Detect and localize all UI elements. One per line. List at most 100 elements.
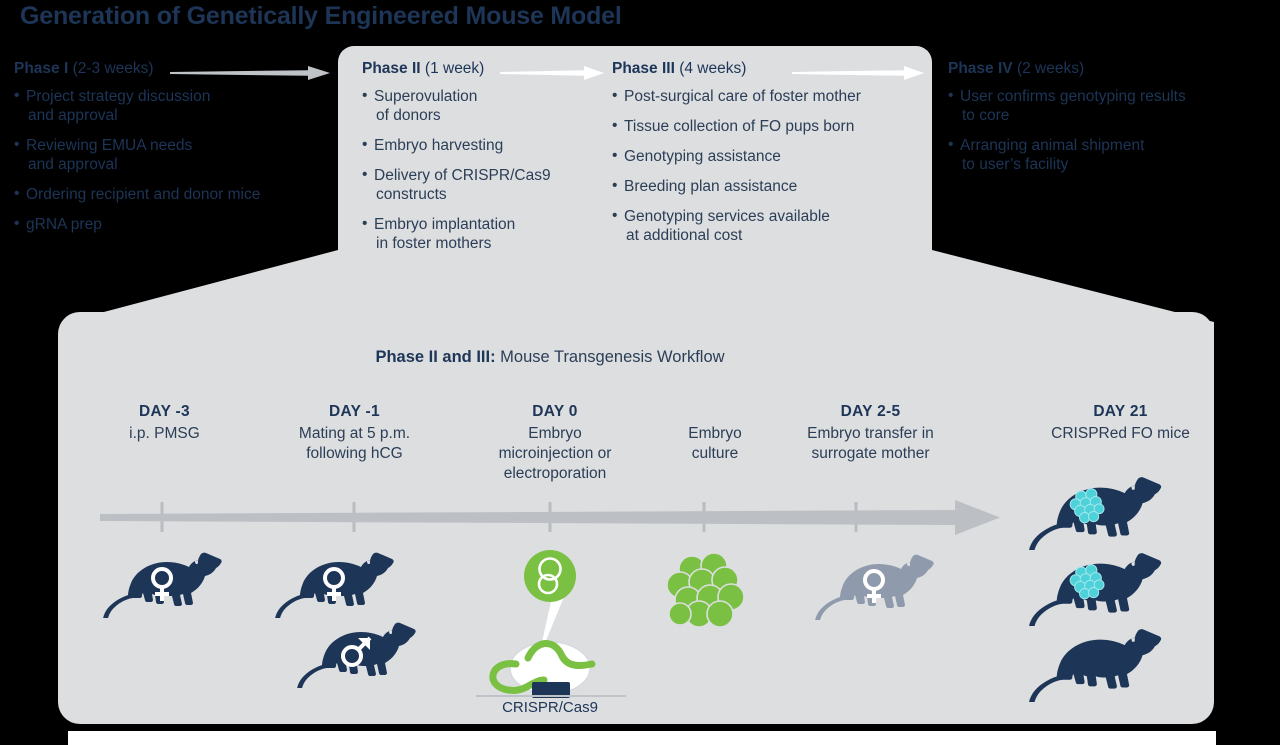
- mouse-female-day-minus-3-icon: [103, 552, 222, 618]
- mouse-f0-plain-icon: [1029, 629, 1162, 702]
- phase-3-to-4-arrow-icon: [792, 66, 924, 80]
- phase-column-2: Phase II (1 week) Superovulation of dono…: [362, 60, 592, 264]
- bullet-line-1: Tissue collection of FO pups born: [624, 118, 855, 135]
- bullet-line-1: Delivery of CRISPR/Cas9: [374, 167, 551, 184]
- phase-1-name: Phase I: [14, 60, 69, 77]
- mouse-f0-with-marker-2-icon: [1029, 553, 1162, 626]
- timeline-caption-bold: Phase II and III:: [375, 348, 496, 366]
- phase-1-heading: Phase I (2-3 weeks): [14, 60, 324, 78]
- crispr-underline: [476, 695, 626, 697]
- bullet-line-1: Reviewing EMUA needs: [26, 137, 193, 154]
- phase-column-3: Phase III (4 weeks) Post-surgical care o…: [612, 60, 932, 256]
- day-desc-line-1: Mating at 5 p.m.: [298, 425, 411, 442]
- list-item: Ordering recipient and donor mice: [14, 184, 324, 204]
- phase-2-bullets: Superovulation of donors Embryo harvesti…: [362, 86, 592, 253]
- timeline-caption-rest: Mouse Transgenesis Workflow: [495, 348, 725, 366]
- bullet-line-2: and approval: [28, 156, 118, 173]
- mouse-male-day-minus-1-icon: [297, 622, 416, 688]
- timeline-day-2: DAY -1 Mating at 5 p.m. following hCG: [262, 403, 447, 464]
- phase-column-4: Phase IV (2 weeks) User confirms genotyp…: [948, 60, 1278, 185]
- phase-3-name: Phase III: [612, 60, 675, 77]
- day-desc-line-3: electroporation: [503, 465, 607, 482]
- day-desc-line-2: culture: [691, 445, 739, 462]
- bullet-line-2: constructs: [376, 186, 447, 203]
- bottom-strip: [68, 731, 1216, 745]
- list-item: Project strategy discussion and approval: [14, 86, 324, 125]
- list-item: Tissue collection of FO pups born: [612, 116, 932, 136]
- day-label: DAY -3: [139, 403, 190, 420]
- phase-2-duration: (1 week): [424, 60, 485, 77]
- timeline-day-5: DAY 2-5 Embryo transfer in surrogate mot…: [778, 403, 963, 464]
- phase-3-bullets: Post-surgical care of foster mother Tiss…: [612, 86, 932, 245]
- day-label: DAY 0: [532, 403, 578, 420]
- phase-1-to-2-arrow-icon: [170, 66, 330, 80]
- timeline-day-4: Embryo culture: [650, 424, 780, 464]
- phase-2-name: Phase II: [362, 60, 421, 77]
- day-desc-line-2: following hCG: [306, 445, 403, 462]
- phase-3-duration: (4 weeks): [679, 60, 747, 77]
- day-desc-line-2: microinjection or: [498, 445, 612, 462]
- phase-2-heading: Phase II (1 week): [362, 60, 592, 78]
- mouse-f0-with-marker-1-icon: [1029, 477, 1162, 550]
- timeline-day-1: DAY -3 i.p. PMSG: [92, 403, 237, 444]
- list-item: User confirms genotyping results to core: [948, 86, 1278, 125]
- day-desc-line-1: i.p. PMSG: [129, 425, 200, 442]
- list-item: Genotyping assistance: [612, 146, 932, 166]
- bullet-line-1: Genotyping services available: [624, 208, 830, 225]
- bullet-line-2: in foster mothers: [376, 235, 492, 252]
- page-title: Generation of Genetically Engineered Mou…: [20, 2, 622, 30]
- phase-4-name: Phase IV: [948, 60, 1013, 77]
- timeline-axis-arrow-icon: [100, 500, 1000, 535]
- phase-3-heading: Phase III (4 weeks): [612, 60, 932, 78]
- list-item: Post-surgical care of foster mother: [612, 86, 932, 106]
- list-item: Reviewing EMUA needs and approval: [14, 135, 324, 174]
- phase-4-bullets: User confirms genotyping results to core…: [948, 86, 1278, 174]
- day-desc-line-1: Embryo: [528, 425, 582, 442]
- day-desc-line-1: CRISPRed FO mice: [1051, 425, 1190, 442]
- list-item: Breeding plan assistance: [612, 176, 932, 196]
- bullet-line-2: of donors: [376, 107, 441, 124]
- list-item: Superovulation of donors: [362, 86, 592, 125]
- phase-2-to-3-arrow-icon: [500, 66, 604, 80]
- mouse-surrogate-gray-icon: [815, 554, 934, 620]
- bullet-line-1: Ordering recipient and donor mice: [26, 186, 261, 203]
- day-label: DAY 2-5: [840, 403, 901, 420]
- phase-column-1: Phase I (2-3 weeks) Project strategy dis…: [14, 60, 324, 245]
- timeline-caption: Phase II and III: Mouse Transgenesis Wor…: [0, 348, 1100, 367]
- list-item: Embryo harvesting: [362, 135, 592, 155]
- bullet-line-1: gRNA prep: [26, 216, 102, 233]
- list-item: Delivery of CRISPR/Cas9 constructs: [362, 165, 592, 204]
- list-item: gRNA prep: [14, 214, 324, 234]
- bullet-line-2: to core: [962, 107, 1010, 124]
- list-item: Embryo implantation in foster mothers: [362, 214, 592, 253]
- day-desc-line-1: Embryo: [688, 425, 742, 442]
- day-label: DAY 21: [1093, 403, 1148, 420]
- mouse-female-day-minus-1-icon: [275, 552, 394, 618]
- morula-embryo-culture-icon: [666, 552, 745, 628]
- day-desc-line-1: Embryo transfer in: [807, 425, 934, 442]
- bullet-line-2: to user’s facility: [962, 156, 1069, 173]
- bullet-line-1: Embryo implantation: [374, 216, 516, 233]
- timeline-day-3: DAY 0 Embryo microinjection or electropo…: [470, 403, 640, 484]
- bullet-line-1: Arranging animal shipment: [960, 137, 1145, 154]
- bullet-line-2: and approval: [28, 107, 118, 124]
- bullet-line-1: Genotyping assistance: [624, 148, 781, 165]
- phase-1-bullets: Project strategy discussion and approval…: [14, 86, 324, 234]
- bullet-line-1: Embryo harvesting: [374, 137, 504, 154]
- phase-4-heading: Phase IV (2 weeks): [948, 60, 1278, 78]
- list-item: Genotyping services available at additio…: [612, 206, 932, 245]
- phase-4-duration: (2 weeks): [1016, 60, 1085, 77]
- day-desc-line-2: surrogate mother: [811, 445, 930, 462]
- list-item: Arranging animal shipment to user’s faci…: [948, 135, 1278, 174]
- crispr-cas9-label: CRISPR/Cas9: [502, 699, 598, 716]
- timeline-day-6: DAY 21 CRISPRed FO mice: [1028, 403, 1213, 444]
- bullet-line-1: Superovulation: [374, 88, 478, 105]
- bullet-line-1: Project strategy discussion: [26, 88, 211, 105]
- bullet-line-1: Breeding plan assistance: [624, 178, 798, 195]
- bullet-line-1: User confirms genotyping results: [960, 88, 1186, 105]
- bullet-line-1: Post-surgical care of foster mother: [624, 88, 861, 105]
- crispr-cas9-illustration: [489, 550, 596, 698]
- phase-1-duration: (2-3 weeks): [72, 60, 154, 77]
- day-label: DAY -1: [329, 403, 380, 420]
